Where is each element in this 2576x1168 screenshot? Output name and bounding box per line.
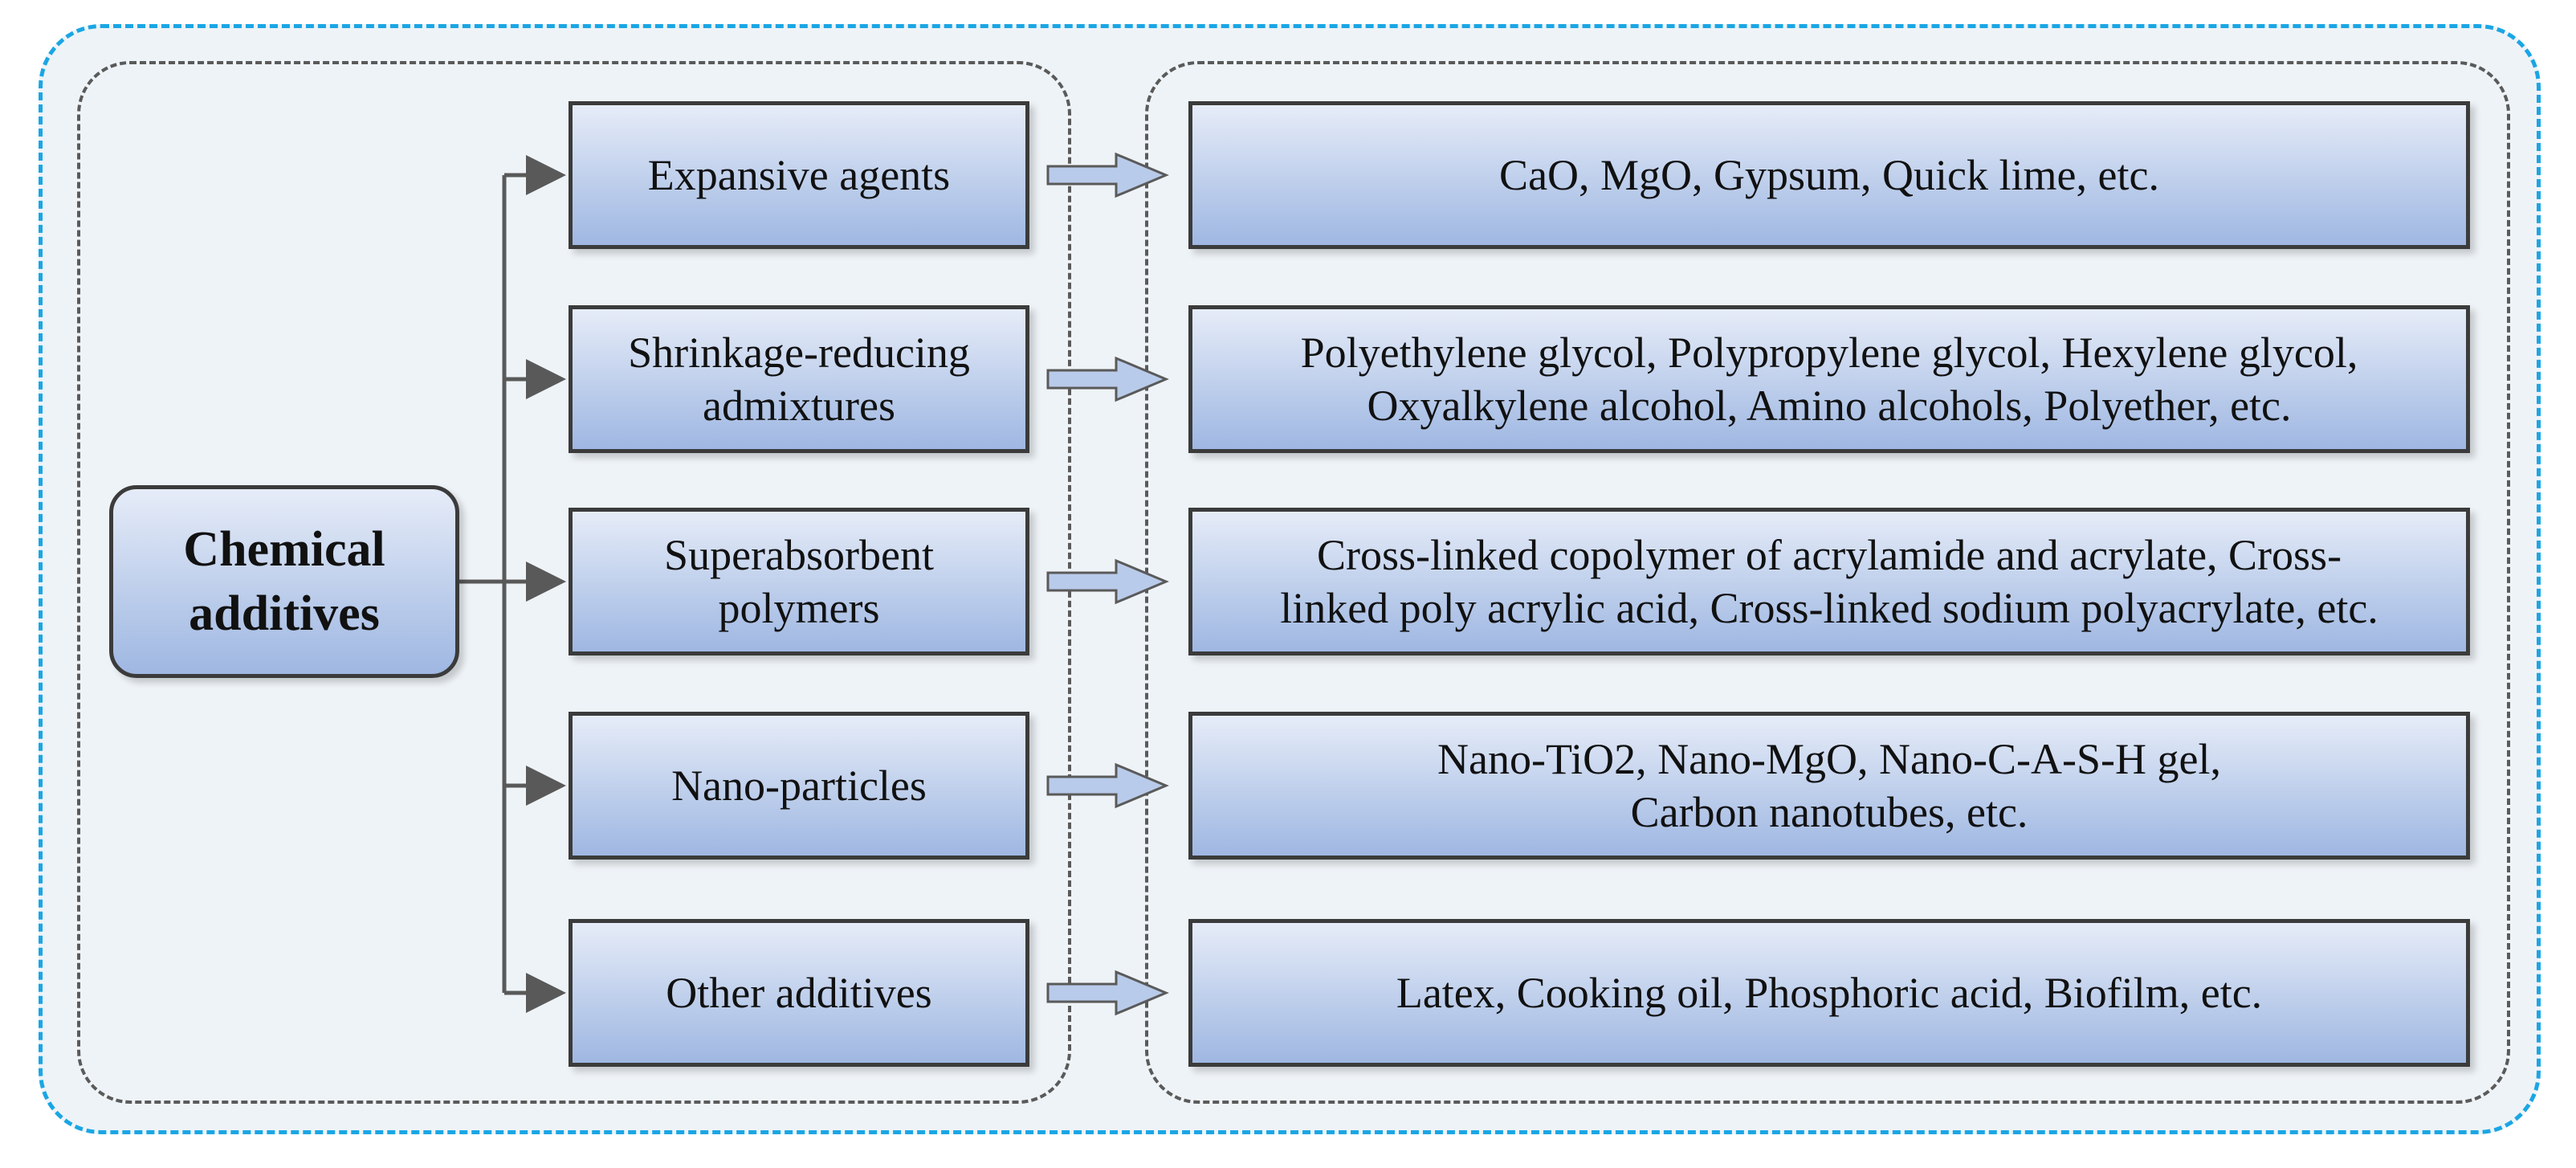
example-text: Cross-linked copolymer of acrylamide and… [1316, 531, 2342, 579]
example-text-line2: Oxyalkylene alcohol, Amino alcohols, Pol… [1367, 382, 2292, 430]
block-arrow-5 [1046, 970, 1169, 1016]
category-node-shrinkage-reducing-admixtures: Shrinkage-reducing admixtures [569, 305, 1029, 453]
chemical-additives-node: Chemical additives [109, 485, 459, 678]
root-label-line1: Chemical [183, 522, 385, 577]
category-node-superabsorbent-polymers: Superabsorbent polymers [569, 508, 1029, 655]
example-node-shrinkage-reducing-admixtures: Polyethylene glycol, Polypropylene glyco… [1188, 305, 2470, 453]
example-node-nano-particles: Nano-TiO2, Nano-MgO, Nano-C-A-S-H gel, C… [1188, 712, 2470, 860]
category-node-expansive-agents: Expansive agents [569, 101, 1029, 249]
category-node-other-additives: Other additives [569, 919, 1029, 1067]
block-arrow-2 [1046, 356, 1169, 402]
example-node-superabsorbent-polymers: Cross-linked copolymer of acrylamide and… [1188, 508, 2470, 655]
example-text: Polyethylene glycol, Polypropylene glyco… [1300, 329, 2358, 377]
category-label: Other additives [666, 969, 932, 1017]
example-text: CaO, MgO, Gypsum, Quick lime, etc. [1499, 151, 2159, 199]
category-node-nano-particles: Nano-particles [569, 712, 1029, 860]
block-arrow-1 [1046, 152, 1169, 198]
example-text-line2: linked poly acrylic acid, Cross-linked s… [1280, 584, 2378, 632]
category-label: Expansive agents [647, 151, 951, 199]
example-text-line2: Carbon nanotubes, etc. [1630, 788, 2028, 836]
root-label-line2: additives [189, 586, 380, 641]
category-label: Shrinkage-reducing [628, 329, 970, 377]
example-node-other-additives: Latex, Cooking oil, Phosphoric acid, Bio… [1188, 919, 2470, 1067]
block-arrow-4 [1046, 762, 1169, 809]
category-label: Nano-particles [671, 762, 927, 810]
example-text: Latex, Cooking oil, Phosphoric acid, Bio… [1396, 969, 2263, 1017]
example-text: Nano-TiO2, Nano-MgO, Nano-C-A-S-H gel, [1437, 735, 2221, 783]
example-node-expansive-agents: CaO, MgO, Gypsum, Quick lime, etc. [1188, 101, 2470, 249]
category-label-line2: admixtures [703, 382, 895, 430]
block-arrow-3 [1046, 558, 1169, 605]
category-label: Superabsorbent [664, 531, 934, 579]
category-label-line2: polymers [718, 584, 880, 632]
